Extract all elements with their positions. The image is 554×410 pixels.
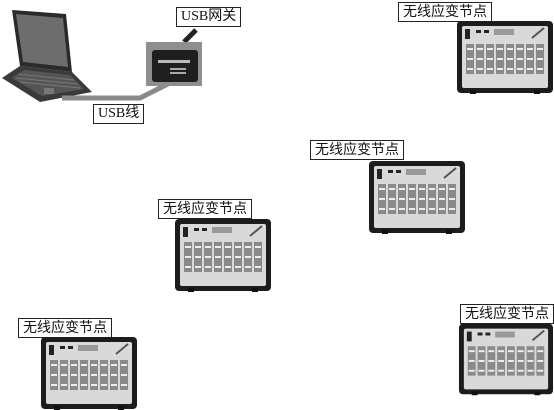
strain-node-2 xyxy=(368,160,466,234)
laptop-image xyxy=(2,10,92,102)
strain-node-1 xyxy=(456,20,554,94)
strain-node-5 xyxy=(458,322,554,396)
usb-gateway-image xyxy=(146,28,202,86)
strain-node-4 xyxy=(40,336,138,410)
node-label-2: 无线应变节点 xyxy=(310,140,404,160)
usb-gateway-label: USB网关 xyxy=(176,7,242,27)
usb-cable-label: USB线 xyxy=(93,104,145,124)
node-label-1: 无线应变节点 xyxy=(398,2,492,22)
node-label-3: 无线应变节点 xyxy=(158,199,252,219)
node-label-4: 无线应变节点 xyxy=(18,318,112,338)
node-label-5: 无线应变节点 xyxy=(460,304,554,324)
strain-node-3 xyxy=(174,218,272,292)
